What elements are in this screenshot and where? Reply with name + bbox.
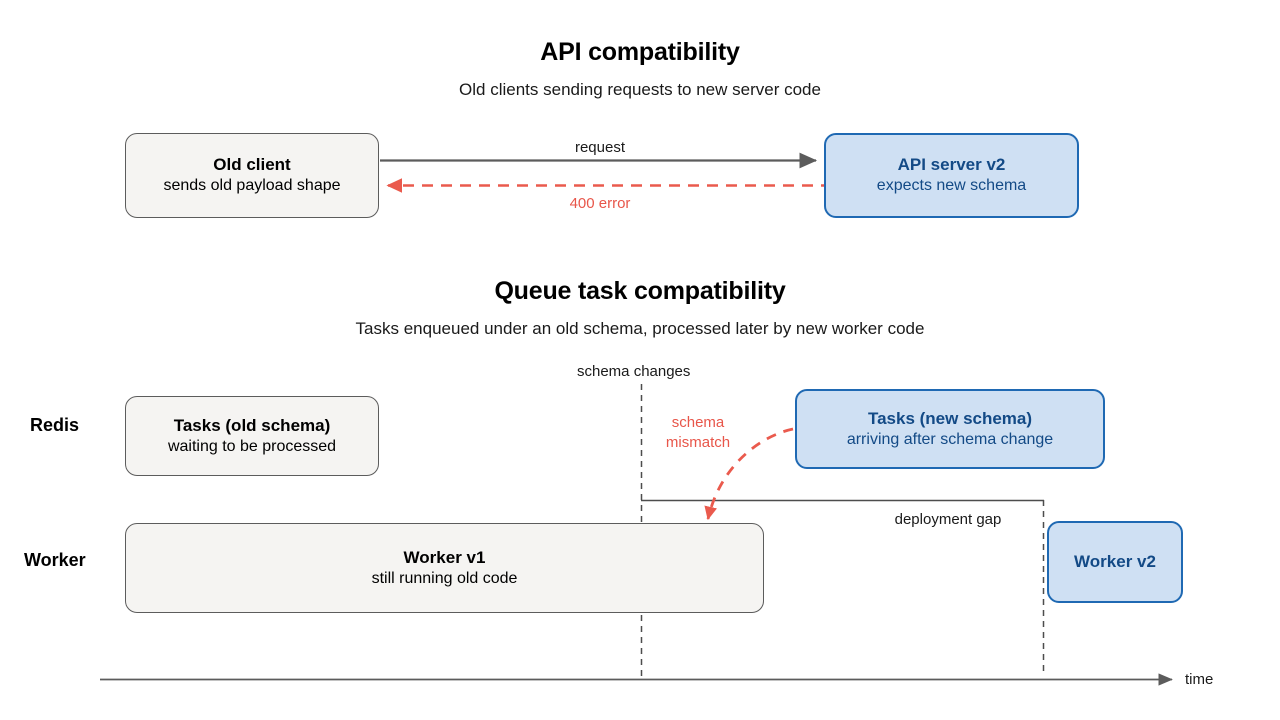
node-worker-v2-title: Worker v2 xyxy=(1074,552,1156,572)
queue-section-title: Queue task compatibility xyxy=(494,277,786,305)
deployment-gap-label: deployment gap xyxy=(894,511,1002,528)
queue-section-subtitle: Tasks enqueued under an old schema, proc… xyxy=(355,319,925,338)
node-api-server-v2-subtitle: expects new schema xyxy=(876,177,1027,195)
node-tasks-new-schema-subtitle: arriving after schema change xyxy=(846,430,1054,448)
node-api-server-v2-title: API server v2 xyxy=(897,155,1006,175)
node-worker-v1-title: Worker v1 xyxy=(403,547,486,567)
node-tasks-old-schema[interactable]: Tasks (old schema) waiting to be process… xyxy=(125,396,379,476)
request-label: request xyxy=(574,139,626,156)
schema-changes-label: schema changes xyxy=(577,363,691,380)
node-tasks-old-schema-subtitle: waiting to be processed xyxy=(167,437,337,455)
time-axis-label: time xyxy=(1185,671,1214,688)
node-tasks-new-schema[interactable]: Tasks (new schema) arriving after schema… xyxy=(795,389,1105,469)
lane-label-redis: Redis xyxy=(30,415,80,435)
schema-mismatch-label-line1: schema xyxy=(671,414,725,431)
node-worker-v1[interactable]: Worker v1 still running old code xyxy=(125,523,764,613)
api-section-subtitle: Old clients sending requests to new serv… xyxy=(459,80,821,99)
node-api-server-v2[interactable]: API server v2 expects new schema xyxy=(824,133,1079,218)
error-label: 400 error xyxy=(569,195,631,212)
node-worker-v2[interactable]: Worker v2 xyxy=(1047,521,1183,603)
node-old-client[interactable]: Old client sends old payload shape xyxy=(125,133,379,218)
node-tasks-new-schema-title: Tasks (new schema) xyxy=(867,408,1033,428)
api-section-title: API compatibility xyxy=(540,38,740,66)
schema-mismatch-label-line2: mismatch xyxy=(665,434,731,451)
node-old-client-title: Old client xyxy=(213,155,291,175)
node-tasks-old-schema-title: Tasks (old schema) xyxy=(173,415,331,435)
lane-label-worker: Worker xyxy=(24,550,86,570)
node-old-client-subtitle: sends old payload shape xyxy=(163,177,341,195)
node-worker-v1-subtitle: still running old code xyxy=(371,569,518,587)
